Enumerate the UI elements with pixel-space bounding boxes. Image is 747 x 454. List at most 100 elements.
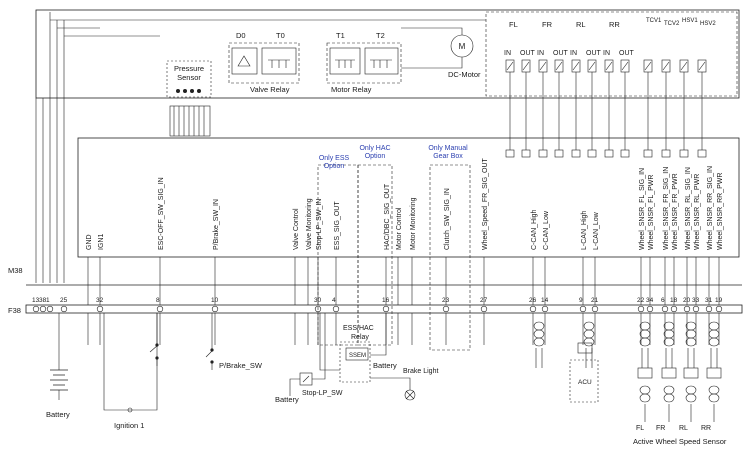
- twisted-pair: [663, 321, 675, 331]
- stop-battery-label: Battery: [275, 395, 299, 404]
- twisted-pair: [663, 337, 675, 347]
- connector-pin: [39, 305, 47, 313]
- active-wheel-speed-sensor-label: Active Wheel Speed Sensor: [633, 437, 727, 446]
- twisted-pair: [583, 337, 595, 347]
- pin-number: 25: [60, 297, 68, 304]
- connector-pin: [314, 305, 322, 313]
- valve-relay-box: [228, 42, 300, 84]
- connector-pin: [96, 305, 104, 313]
- ess-option-label-2: Option: [324, 163, 345, 170]
- connector-pin: [480, 305, 488, 313]
- signal-label-l-can-low: L-CAN_Low: [593, 211, 600, 250]
- pressure-sensor-label-2: Sensor: [177, 73, 201, 82]
- p-brake-sw-label: P/Brake_SW: [219, 361, 263, 370]
- twisted-pair: [639, 337, 651, 347]
- connector-pin: [156, 305, 164, 313]
- relay-t0-label: T0: [276, 31, 285, 40]
- signal-label-c-can-high: C-CAN_High: [531, 209, 538, 250]
- connector-pin: [211, 305, 219, 313]
- pressure-sensor-label-1: Pressure: [174, 64, 204, 73]
- driver-transistor: [697, 149, 707, 158]
- signal-label-wheel-snsr-fl-sig-in: Wheel_SNSR_FL_SIG_IN: [639, 168, 646, 250]
- valve-group-label-fl: FL: [509, 20, 518, 29]
- wheel-sensor-connector: [683, 367, 699, 379]
- pin-number: 14: [541, 297, 549, 304]
- relay-d0-label: D0: [236, 31, 246, 40]
- twisted-pair: [708, 329, 720, 339]
- ssem-box: [345, 347, 369, 361]
- connector-pin: [670, 305, 678, 313]
- wheel-sensor-connector: [706, 367, 722, 379]
- esc-off-switch-symbol: [149, 313, 159, 366]
- wheel-label-rr: RR: [701, 425, 711, 432]
- valve-group-label-rr: RR: [609, 20, 620, 29]
- manual-gearbox-option-box: [429, 164, 471, 351]
- driver-transistor: [554, 149, 564, 158]
- connector-pin: [661, 305, 669, 313]
- acu-label: ACU: [578, 379, 592, 386]
- pin-number: 33: [692, 297, 700, 304]
- manual-gearbox-label-2: Gear Box: [433, 153, 463, 160]
- valve-io-label: IN: [570, 50, 577, 57]
- tcv-label: TCV2: [664, 21, 680, 27]
- hac-option-label-1: Only HAC: [359, 145, 390, 152]
- tcv-label: TCV1: [646, 18, 662, 24]
- pin-number: 10: [211, 297, 219, 304]
- brake-light-icon: [404, 389, 416, 401]
- twisted-pair: [639, 329, 651, 339]
- wheel-label-rl: RL: [679, 425, 688, 432]
- connector-pin: [692, 305, 700, 313]
- driver-transistor: [604, 149, 614, 158]
- valve-relay-transistor: [261, 47, 297, 75]
- driver-transistor: [661, 149, 671, 158]
- twisted-pair: [583, 321, 595, 331]
- signal-label-esc-off-sw-sig-in: ESC-OFF_SW_SIG_IN: [158, 177, 165, 250]
- valve-relay-diode: [231, 47, 258, 75]
- connector-pin: [683, 305, 691, 313]
- twisted-pair: [583, 329, 595, 339]
- driver-transistor: [521, 149, 531, 158]
- p-brake-switch-symbol: [205, 313, 214, 370]
- valve-io-label: OUT: [520, 50, 536, 57]
- pin-number: 31: [705, 297, 713, 304]
- twisted-pair: [708, 321, 720, 331]
- signal-label-gnd: GND: [86, 234, 93, 250]
- pin-number: 19: [715, 297, 723, 304]
- relay-t1-label: T1: [336, 31, 345, 40]
- valve-group-label-rl: RL: [576, 20, 586, 29]
- pin-number: 9: [579, 297, 583, 304]
- connector-pin: [541, 305, 549, 313]
- valve-io-label: OUT: [553, 50, 569, 57]
- hydraulic-unit-box: [35, 9, 740, 99]
- twisted-pair: [685, 329, 697, 339]
- pin-number: 34: [646, 297, 654, 304]
- connector-pin: [591, 305, 599, 313]
- tcv-label: HSV1: [682, 18, 698, 24]
- twisted-pair: [685, 337, 697, 347]
- battery-label: Battery: [46, 410, 70, 419]
- valve-io-label: OUT: [586, 50, 602, 57]
- ess-hac-relay-box: [339, 341, 371, 383]
- signal-label-wheel-speed-fr-sig-out: Wheel_Speed_FR_SIG_OUT: [482, 157, 489, 250]
- brake-light-label: Brake Light: [403, 368, 438, 375]
- hac-option-box: [357, 164, 393, 346]
- signal-label-clutch-sw-sig-in: Clutch_SW_SIG_IN: [444, 188, 451, 250]
- valve-group-label-fr: FR: [542, 20, 553, 29]
- solenoid-valve-box: [485, 11, 738, 97]
- driver-transistor: [643, 149, 653, 158]
- manual-gearbox-label-1: Only Manual: [428, 145, 468, 152]
- battery-symbol: [50, 313, 68, 400]
- signal-label-motor-monitoring: Motor Monitoring: [410, 197, 417, 250]
- twisted-pair: [533, 329, 545, 339]
- tcv-label: HSV2: [700, 21, 716, 27]
- connector-f38-strip: [25, 304, 743, 314]
- sensor-connector-strip: [169, 105, 211, 137]
- signal-label-wheel-snsr-rr-pwr: Wheel_SNSR_RR_PWR: [717, 173, 724, 250]
- signal-label-wheel-snsr-fr-sig-in: Wheel_SNSR_FR_SIG_IN: [663, 167, 670, 250]
- wheel-label-fr: FR: [656, 425, 665, 432]
- signal-label-valve-control: Valve Control: [293, 208, 300, 250]
- signal-label-wheel-snsr-rr-sig-in: Wheel_SNSR_RR_SIG_IN: [707, 166, 714, 250]
- connector-pin: [382, 305, 390, 313]
